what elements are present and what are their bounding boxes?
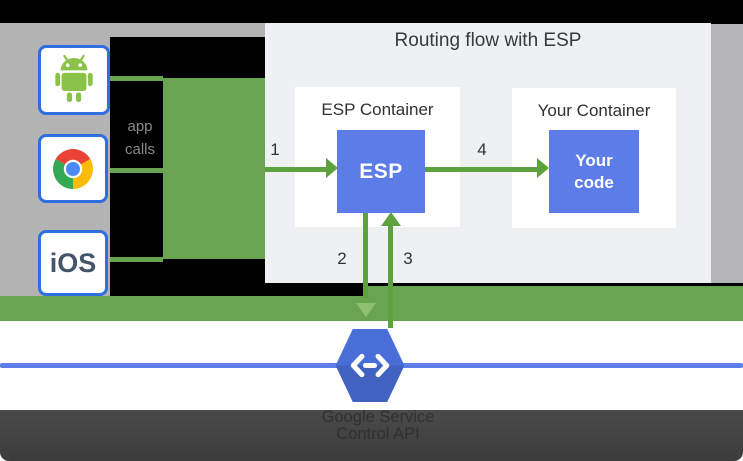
ios-connector-line [110,257,163,262]
android-connector-line [110,76,163,81]
ios-label: iOS [49,247,97,278]
diagram-title: Routing flow with ESP [394,30,582,51]
arrow-1-head-icon [326,158,338,178]
arrow-2-head-icon [356,303,376,317]
step-4-label: 4 [477,140,487,159]
step-1-label: 1 [270,140,280,159]
your-container-label: Your Container [537,101,651,120]
ios-client-box: iOS [38,230,108,296]
chrome-browser-icon [53,148,93,189]
your-code-box: Your code [549,130,639,213]
app-calls-label: app calls [124,118,155,158]
chrome-client-box [38,134,108,203]
footer-bar [0,410,743,461]
arrow-4-line [425,167,538,172]
your-code-label: Your code [574,151,614,192]
service-control-line1: Google Service [321,408,435,426]
service-control-label: Google Service Control API [258,409,498,443]
arrow-2-line [363,213,368,298]
arrow-4-head-icon [537,158,549,178]
arrow-1-line [265,167,327,172]
arrow-3-line [388,226,393,328]
step-3-label: 3 [403,249,413,268]
green-flow-column [163,78,265,259]
green-flow-band-upper [363,286,743,296]
chrome-connector-line [110,168,163,173]
cloud-endpoints-hexagon-icon [335,329,405,402]
service-control-line2: Control API [336,425,420,443]
gray-right-gutter [711,24,743,283]
android-client-box [38,45,110,115]
arrow-3-head-icon [381,212,401,226]
step-2-label: 2 [337,249,347,268]
esp-container-label: ESP Container [321,100,434,119]
android-robot-icon [55,54,93,103]
esp-box: ESP [337,130,425,213]
